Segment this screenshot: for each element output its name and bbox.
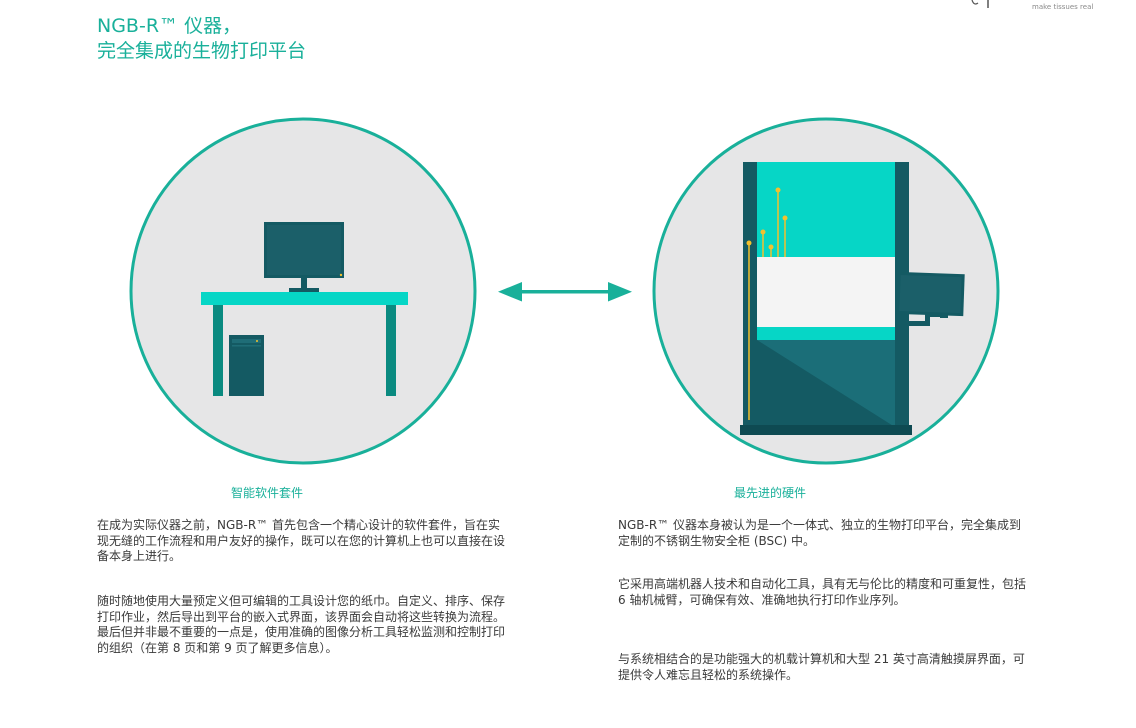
left-caption: 智能软件套件 — [231, 486, 304, 500]
brand-tagline: make tissues real — [1032, 3, 1094, 11]
left-paragraph-1: 在成为实际仪器之前，NGB-R™ 首先包含一个精心设计的软件套件，旨在实现无缝的… — [97, 518, 506, 563]
right-paragraph-2: 它采用高端机器人技术和自动化工具，具有无与伦比的精度和可重复性，包括 6 轴机械… — [618, 577, 1027, 607]
right-paragraph-1: NGB-R™ 仪器本身被认为是一个一体式、独立的生物打印平台，完全集成到定制的不… — [618, 518, 1021, 548]
bioprinter-cabinet-icon — [652, 117, 1000, 465]
page-title: NGB-R™ 仪器， 完全集成的生物打印平台 — [97, 14, 306, 64]
right-caption: 最先进的硬件 — [734, 486, 807, 500]
brand-logo-icon — [971, 0, 989, 8]
workstation-computer-icon — [129, 117, 477, 465]
page-title-line1: NGB-R™ 仪器， — [97, 15, 242, 37]
left-paragraph-2: 随时随地使用大量预定义但可编辑的工具设计您的纸巾。自定义、排序、保存打印作业，然… — [97, 594, 506, 655]
page-title-line2: 完全集成的生物打印平台 — [97, 40, 307, 62]
double-arrow-icon — [498, 282, 632, 302]
right-paragraph-3: 与系统相结合的是功能强大的机载计算机和大型 21 英寸高清触摸屏界面，可提供令人… — [618, 652, 1025, 682]
